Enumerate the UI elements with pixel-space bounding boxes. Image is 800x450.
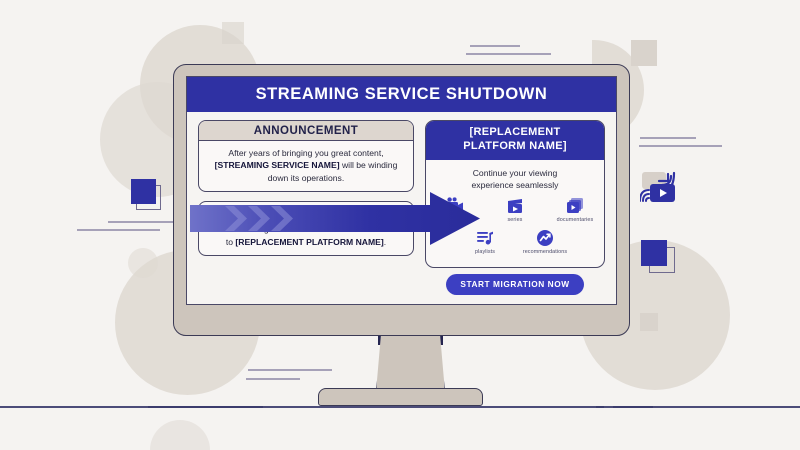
decor-square-grey-top-left — [222, 22, 244, 44]
stacked-video-play-icon — [552, 196, 598, 216]
decor-circle-small-left — [128, 248, 158, 278]
decor-circle-lower-left-small — [150, 420, 210, 450]
monitor-base — [318, 388, 483, 406]
announcement-text-after: will be winding down its operations. — [267, 160, 398, 183]
feature-series[interactable]: series — [492, 196, 538, 223]
decor-line-top-mid-b — [466, 53, 551, 55]
decor-square-outline-left — [136, 185, 161, 210]
replacement-platform-heading: [REPLACEMENT PLATFORM NAME] — [426, 121, 604, 160]
right-column: [REPLACEMENT PLATFORM NAME] Continue you… — [425, 120, 605, 304]
cast-streaming-icon — [640, 171, 676, 202]
start-migration-button[interactable]: START MIGRATION NOW — [446, 273, 584, 295]
migration-platform-name: [REPLACEMENT PLATFORM NAME] — [235, 236, 384, 247]
decor-line-right-b — [639, 145, 722, 147]
feature-label-recommendations: recommendations — [522, 248, 568, 255]
feature-documentaries[interactable]: documentaries — [552, 196, 598, 223]
feature-label-documentaries: documentaries — [556, 216, 594, 223]
announcement-heading: ANNOUNCEMENT — [199, 121, 413, 141]
monitor-screen: STREAMING SERVICE SHUTDOWN ANNOUNCEMENT … — [186, 76, 617, 305]
decor-square-outline-right-lower — [649, 247, 675, 273]
decor-square-grey-bottom-right — [640, 313, 658, 331]
replacement-subtitle: Continue your viewing experience seamles… — [426, 160, 604, 196]
decor-line-top-mid-a — [470, 45, 520, 47]
page-title: STREAMING SERVICE SHUTDOWN — [255, 85, 548, 103]
trending-chart-circle-icon — [522, 228, 568, 248]
decor-square-blue-left — [131, 179, 156, 204]
decor-line-under-monitor-b — [246, 378, 300, 380]
feature-recommendations[interactable]: recommendations — [522, 228, 568, 255]
decor-line-left-b — [77, 229, 160, 231]
announcement-body: After years of bringing you great conten… — [199, 141, 413, 191]
announcement-card: ANNOUNCEMENT After years of bringing you… — [198, 120, 414, 193]
decor-square-blue-right-lower — [641, 240, 667, 266]
replacement-heading-line2: PLATFORM NAME] — [463, 139, 567, 152]
feature-icon-row-2: playlists — [432, 228, 598, 255]
floor-line — [0, 406, 800, 408]
screen-title-bar: STREAMING SERVICE SHUTDOWN — [187, 77, 616, 112]
feature-label-playlists: playlists — [474, 248, 496, 255]
feature-playlists[interactable]: playlists — [462, 228, 508, 255]
monitor-chin — [186, 307, 617, 324]
replacement-platform-panel: [REPLACEMENT PLATFORM NAME] Continue you… — [425, 120, 605, 268]
clapperboard-play-icon — [492, 196, 538, 216]
desktop-monitor: STREAMING SERVICE SHUTDOWN ANNOUNCEMENT … — [173, 64, 630, 377]
replacement-heading-line1: [REPLACEMENT — [469, 126, 561, 138]
feature-label-series: series — [507, 216, 523, 223]
replacement-subtitle-line2: experience seamlessly — [471, 179, 559, 190]
announcement-text-before: After years of bringing you great conten… — [228, 148, 384, 158]
decor-square-grey-top-right — [631, 40, 657, 66]
decor-line-right-a — [640, 137, 696, 139]
migration-text-after: . — [383, 236, 387, 247]
monitor-neck — [376, 336, 445, 392]
announcement-service-name: [STREAMING SERVICE NAME] — [214, 160, 340, 171]
migration-direction-arrow — [190, 192, 480, 245]
decor-line-under-monitor-a — [248, 369, 332, 371]
playlist-music-icon — [462, 228, 508, 248]
replacement-subtitle-line1: Continue your viewing — [472, 167, 558, 178]
